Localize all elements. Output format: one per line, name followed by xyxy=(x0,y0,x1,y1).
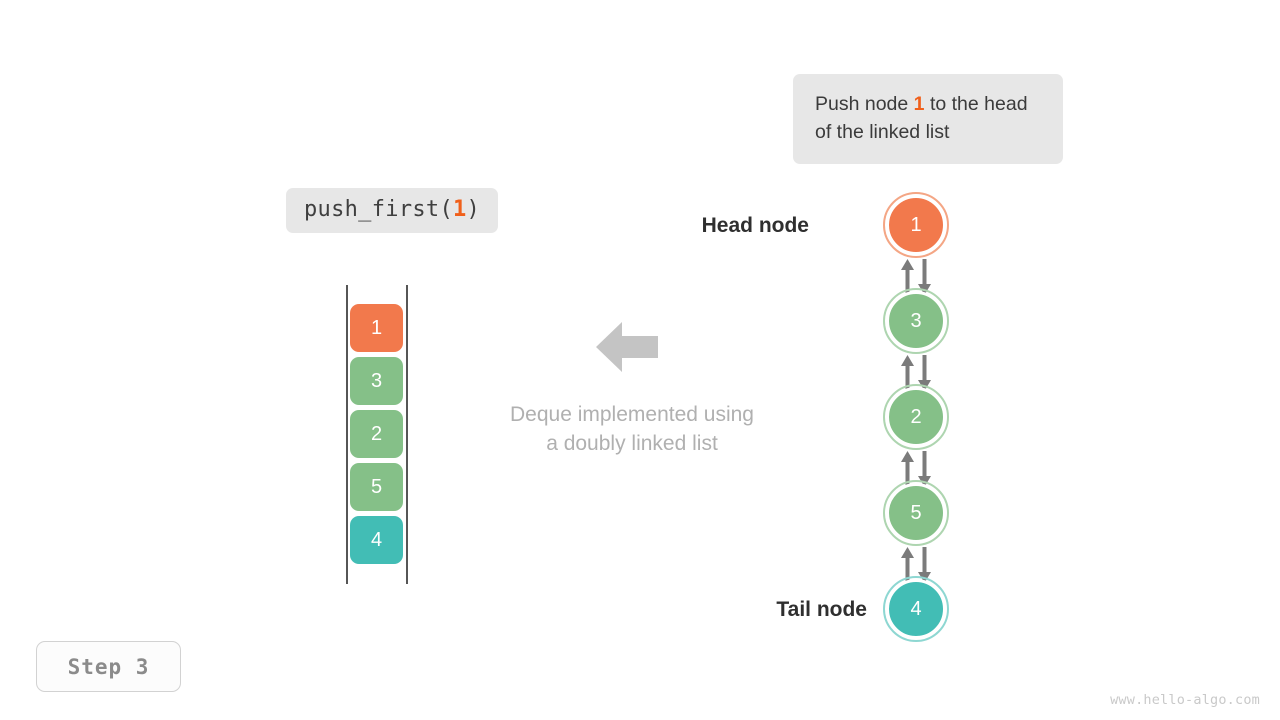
stack-cell-value: 2 xyxy=(370,422,383,445)
bidirectional-link-arrow-icon xyxy=(901,451,931,487)
head-node-label: Head node xyxy=(701,214,809,237)
watermark: www.hello-algo.com xyxy=(1110,692,1260,708)
deque-caption-line1: Deque implemented using xyxy=(510,403,754,426)
list-node-value: 1 xyxy=(910,213,922,236)
stack-cell: 2 xyxy=(350,410,403,458)
list-node: 4 xyxy=(886,579,946,639)
push-first-code-chip: push_first(1) xyxy=(286,188,499,233)
step-badge: Step 3 xyxy=(36,641,181,692)
list-node: 2 xyxy=(886,387,946,447)
list-node: 3 xyxy=(886,291,946,351)
list-node: 5 xyxy=(886,483,946,543)
stack-cell-value: 3 xyxy=(370,369,383,392)
stack-cell: 5 xyxy=(350,463,403,511)
deque-stack: 1 3 2 5 4 xyxy=(344,285,410,585)
list-node-value: 3 xyxy=(910,309,922,332)
callout-node-value: 1 xyxy=(913,93,925,115)
list-node-value: 2 xyxy=(910,405,922,428)
deque-caption-line2: a doubly linked list xyxy=(546,432,718,455)
node-ring xyxy=(883,480,949,546)
node-ring xyxy=(883,192,949,258)
deque-caption: Deque implemented using a doubly linked … xyxy=(452,400,812,458)
tail-node-label: Tail node xyxy=(776,598,867,621)
node-ring xyxy=(883,384,949,450)
callout-suffix: to the head of the linked list xyxy=(815,93,1028,143)
code-chip-suffix: ) xyxy=(466,197,481,222)
node-ring xyxy=(883,288,949,354)
push-callout: Push node 1 to the head of the linked li… xyxy=(793,74,1063,164)
stack-rail-right xyxy=(406,285,408,584)
list-node: 1 xyxy=(886,195,946,255)
stack-rail-left xyxy=(346,285,348,584)
list-node-value: 4 xyxy=(910,597,922,620)
node-ring xyxy=(883,576,949,642)
code-chip-argument: 1 xyxy=(453,197,467,222)
left-arrow-icon xyxy=(596,322,658,372)
stack-cells: 1 3 2 5 4 xyxy=(350,304,403,564)
stack-cell-value: 1 xyxy=(370,316,383,339)
step-badge-label: Step 3 xyxy=(67,654,150,679)
stack-cell: 4 xyxy=(350,516,403,564)
list-node-value: 5 xyxy=(910,501,922,524)
stack-cell: 3 xyxy=(350,357,403,405)
code-chip-prefix: push_first( xyxy=(304,197,453,222)
stack-cell-value: 4 xyxy=(370,528,383,551)
stack-cell: 1 xyxy=(350,304,403,352)
callout-prefix: Push node xyxy=(815,93,914,115)
stack-cell-value: 5 xyxy=(370,475,383,498)
doubly-linked-list: 1 3 2 xyxy=(883,192,954,644)
